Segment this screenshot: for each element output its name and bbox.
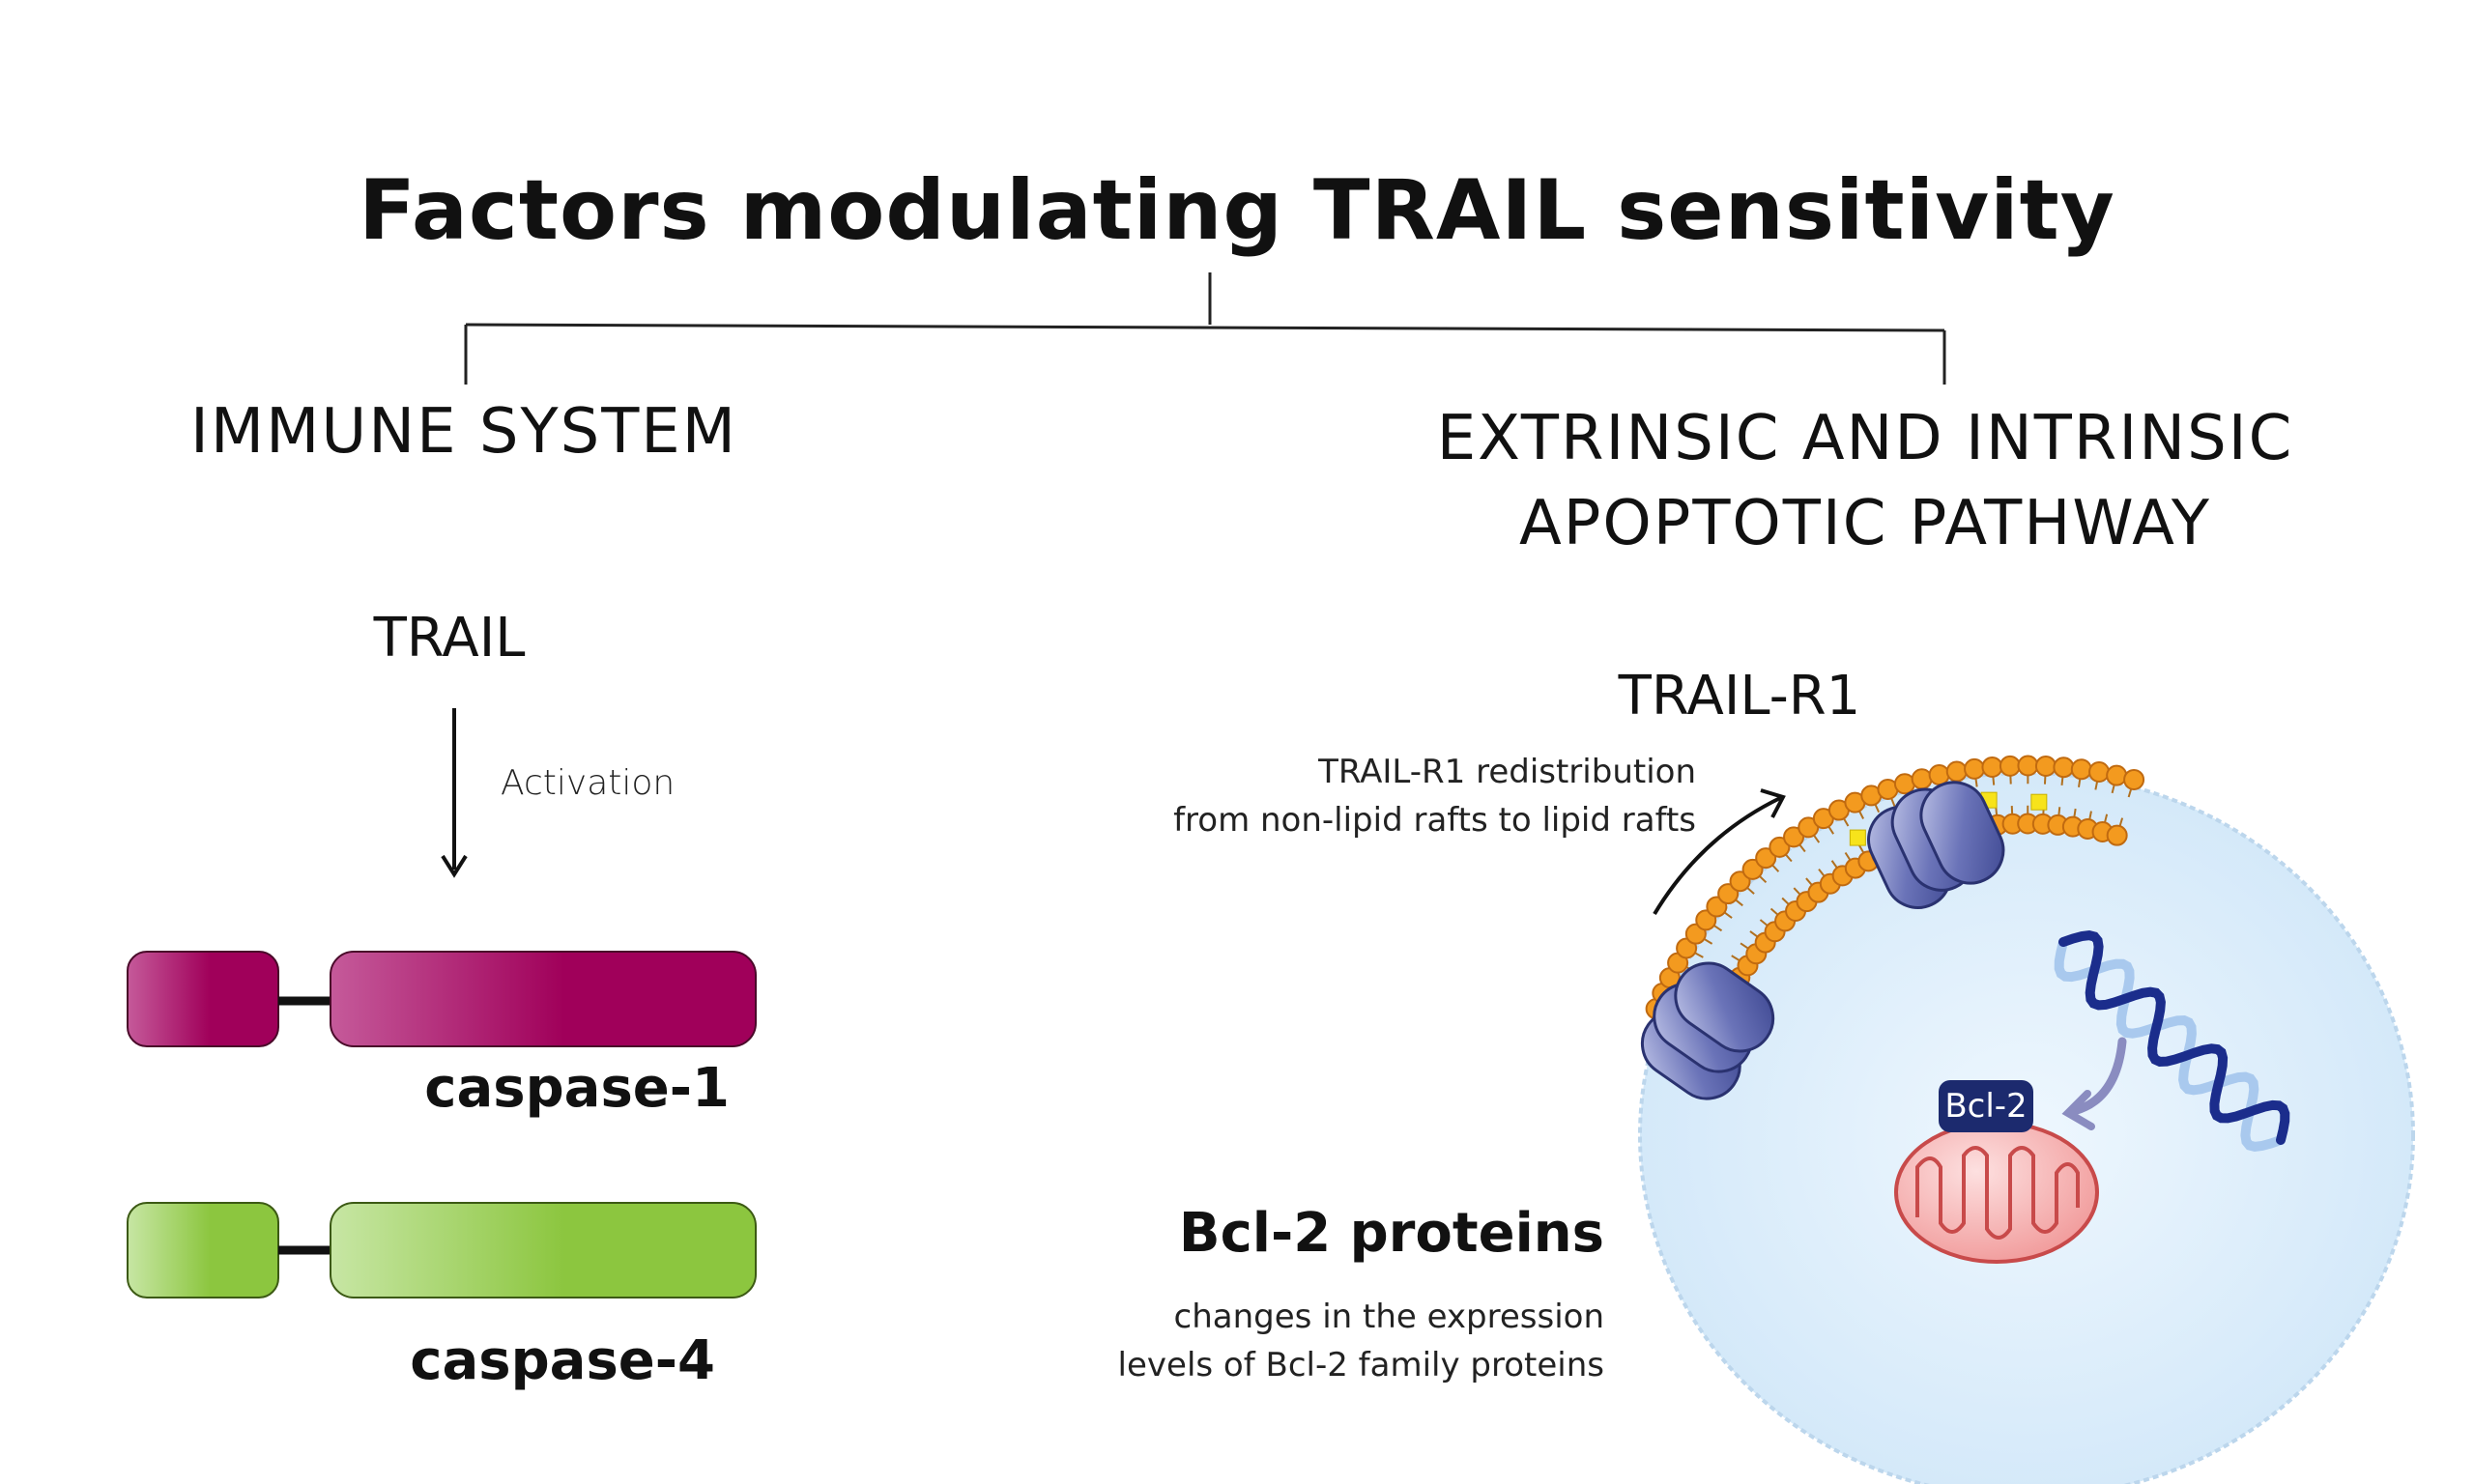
apoptotic-heading-line1: EXTRINSIC AND INTRINSIC bbox=[1436, 403, 2294, 474]
lipid-head bbox=[1783, 826, 1805, 848]
apoptotic-pathway-heading: EXTRINSIC AND INTRINSIC APOPTOTIC PATHWA… bbox=[1437, 396, 2294, 566]
lipid-head bbox=[1755, 847, 1777, 870]
lipid-head bbox=[2034, 755, 2057, 777]
lipid-head bbox=[1981, 756, 2003, 778]
lipid-head bbox=[2088, 761, 2111, 784]
lipid-head bbox=[1999, 755, 2021, 777]
trail-r1-label: TRAIL-R1 bbox=[1618, 665, 1861, 728]
lipid-head bbox=[2106, 764, 2128, 786]
dna-strand bbox=[2054, 937, 2286, 1152]
trail-r1-desc-line2: from non-lipid rafts to lipid rafts bbox=[1173, 801, 1696, 840]
trail-r1-description: TRAIL-R1 redistribution from non-lipid r… bbox=[1173, 748, 1696, 844]
lipid-head bbox=[1964, 757, 1986, 780]
dna-strand bbox=[2058, 930, 2290, 1145]
lipid-head bbox=[2070, 758, 2092, 781]
caspase-4-protein bbox=[127, 1202, 757, 1298]
redistribution-arrow bbox=[1653, 788, 1786, 916]
lipid-head bbox=[1928, 764, 1950, 786]
trail-r1-desc-line1: TRAIL-R1 redistribution bbox=[1318, 753, 1696, 791]
lipid-head bbox=[1911, 768, 1933, 790]
trail-r1-receptor-raft bbox=[1867, 781, 2005, 909]
caspase-4-label: caspase-4 bbox=[410, 1329, 715, 1392]
bcl2-proteins-label: Bcl-2 proteins bbox=[1178, 1202, 1604, 1265]
tree-connector bbox=[464, 272, 1946, 385]
mitochondrion bbox=[1894, 1121, 2099, 1264]
bcl2-description: changes in the expression levels of Bcl-… bbox=[1118, 1293, 1604, 1389]
lipid-head bbox=[1945, 760, 1968, 783]
bcl2-desc-line1: changes in the expression bbox=[1173, 1298, 1604, 1336]
expression-arrow bbox=[2061, 1037, 2127, 1130]
lipid-head bbox=[2053, 756, 2075, 779]
activation-arrow bbox=[441, 708, 468, 878]
lipid-head bbox=[2017, 755, 2039, 777]
cholesterol bbox=[1849, 829, 1866, 846]
trail-r1-receptor-nonraft bbox=[1640, 961, 1775, 1100]
lipid-head bbox=[1769, 836, 1791, 858]
bcl2-tag: Bcl-2 bbox=[1939, 1080, 2033, 1132]
trail-label: TRAIL bbox=[373, 607, 526, 670]
activation-label: Activation bbox=[501, 763, 676, 803]
lipid-head bbox=[2123, 768, 2145, 790]
cholesterol bbox=[2030, 793, 2048, 811]
lipid-head bbox=[2106, 824, 2128, 846]
page-title: Factors modulating TRAIL sensitivity bbox=[359, 162, 2115, 259]
caspase-1-label: caspase-1 bbox=[424, 1057, 730, 1120]
dna-helix bbox=[2054, 930, 2290, 1152]
bcl2-desc-line2: levels of Bcl-2 family proteins bbox=[1117, 1346, 1604, 1384]
caspase-1-protein bbox=[127, 951, 757, 1047]
apoptotic-heading-line2: APOPTOTIC PATHWAY bbox=[1518, 488, 2212, 559]
immune-system-heading: IMMUNE SYSTEM bbox=[190, 396, 737, 468]
